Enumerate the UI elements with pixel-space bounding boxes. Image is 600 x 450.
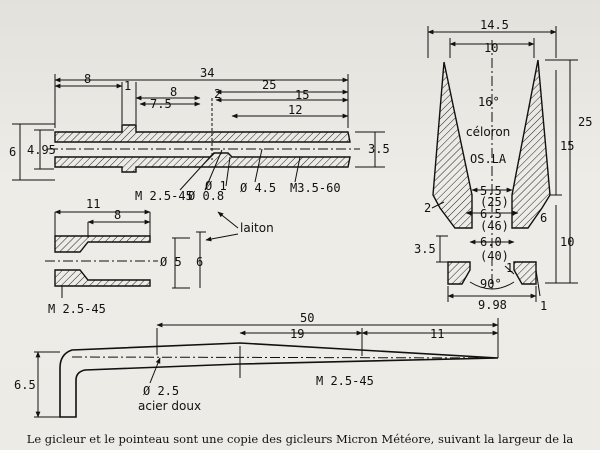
jet-upper-section bbox=[54, 124, 351, 143]
dim-6-0: 6.0 bbox=[480, 235, 502, 249]
dia-2-5: Ø 2.5 bbox=[143, 384, 179, 398]
dim-4-95: 4.95 bbox=[27, 143, 56, 157]
nut-lower-section bbox=[54, 269, 151, 287]
dim-15b: 15 bbox=[560, 139, 574, 153]
dim-8b: 8 bbox=[170, 85, 177, 99]
dim-3-5a: 3.5 bbox=[368, 142, 390, 156]
dim-9-98: 9.98 bbox=[478, 298, 507, 312]
material-acier-doux: acier doux bbox=[138, 399, 201, 413]
dim-2: 2 bbox=[214, 87, 221, 101]
dim-50: 50 bbox=[300, 311, 314, 325]
angle-90: 90° bbox=[480, 277, 502, 291]
material-laiton: laiton bbox=[240, 221, 274, 235]
dim-5-5: 5.5 bbox=[480, 184, 502, 198]
thread-m2-5a: M 2.5-45 bbox=[135, 189, 193, 203]
thread-m3-5: M3.5-60 bbox=[290, 181, 341, 195]
nut-drawing bbox=[45, 209, 206, 298]
nut-upper-section bbox=[54, 235, 151, 253]
dim-7-5: 7.5 bbox=[150, 97, 172, 111]
dim-40-paren: (40) bbox=[480, 249, 509, 263]
dim-25b: 25 bbox=[578, 115, 592, 129]
nozzle-right-cone bbox=[511, 59, 551, 229]
jet-dimensions bbox=[12, 74, 385, 191]
dim-12: 12 bbox=[288, 103, 302, 117]
dim-46-paren: (46) bbox=[480, 219, 509, 233]
dim-8c: 8 bbox=[114, 208, 121, 222]
dim-1b: 1 bbox=[540, 299, 547, 313]
dim-19: 19 bbox=[290, 327, 304, 341]
dim-1a: 1 bbox=[124, 79, 131, 93]
nozzle-left-cone bbox=[432, 61, 473, 229]
dim-10a: 10 bbox=[484, 41, 498, 55]
dia-1: Ø 1 bbox=[205, 179, 227, 193]
dim-8a: 8 bbox=[84, 72, 91, 86]
caption-text: Le gicleur et le pointeau sont une copie… bbox=[26, 432, 574, 446]
dim-25-paren: (25) bbox=[480, 195, 509, 209]
nozzle-left-base bbox=[447, 261, 471, 285]
thread-m2-5b: M 2.5-45 bbox=[48, 302, 106, 316]
thread-m2-5c: M 2.5-45 bbox=[316, 374, 374, 388]
angle-16: 16° bbox=[478, 95, 500, 109]
jet-lower-section bbox=[54, 152, 351, 173]
dim-6b: 6 bbox=[196, 255, 203, 269]
dim-6-5b: 6.5 bbox=[480, 207, 502, 221]
needle-outline bbox=[59, 342, 499, 418]
dim-3-5b: 3.5 bbox=[414, 242, 436, 256]
dim-10b: 10 bbox=[560, 235, 574, 249]
dia-0-8: Ø 0.8 bbox=[188, 189, 224, 203]
dim-34: 34 bbox=[200, 66, 214, 80]
jet-body-drawing bbox=[48, 98, 360, 173]
dim-6c: 6 bbox=[540, 211, 547, 225]
nozzle-drawing bbox=[427, 26, 578, 302]
dim-1c: 1 bbox=[506, 261, 513, 275]
dim-2b: 2 bbox=[424, 201, 431, 215]
dim-15a: 15 bbox=[295, 88, 309, 102]
dia-4-5: Ø 4.5 bbox=[240, 181, 276, 195]
dia-5: Ø 5 bbox=[160, 255, 182, 269]
dim-25a: 25 bbox=[262, 78, 276, 92]
needle-drawing bbox=[34, 318, 499, 418]
dim-14-5: 14.5 bbox=[480, 18, 509, 32]
dim-11b: 11 bbox=[430, 327, 444, 341]
dim-6-5: 6.5 bbox=[14, 378, 36, 392]
nozzle-right-base bbox=[513, 261, 537, 285]
mark-osla: OS.LA bbox=[470, 152, 507, 166]
dim-11a: 11 bbox=[86, 197, 100, 211]
material-celoron: céloron bbox=[466, 125, 510, 139]
dim-6a: 6 bbox=[9, 145, 16, 159]
